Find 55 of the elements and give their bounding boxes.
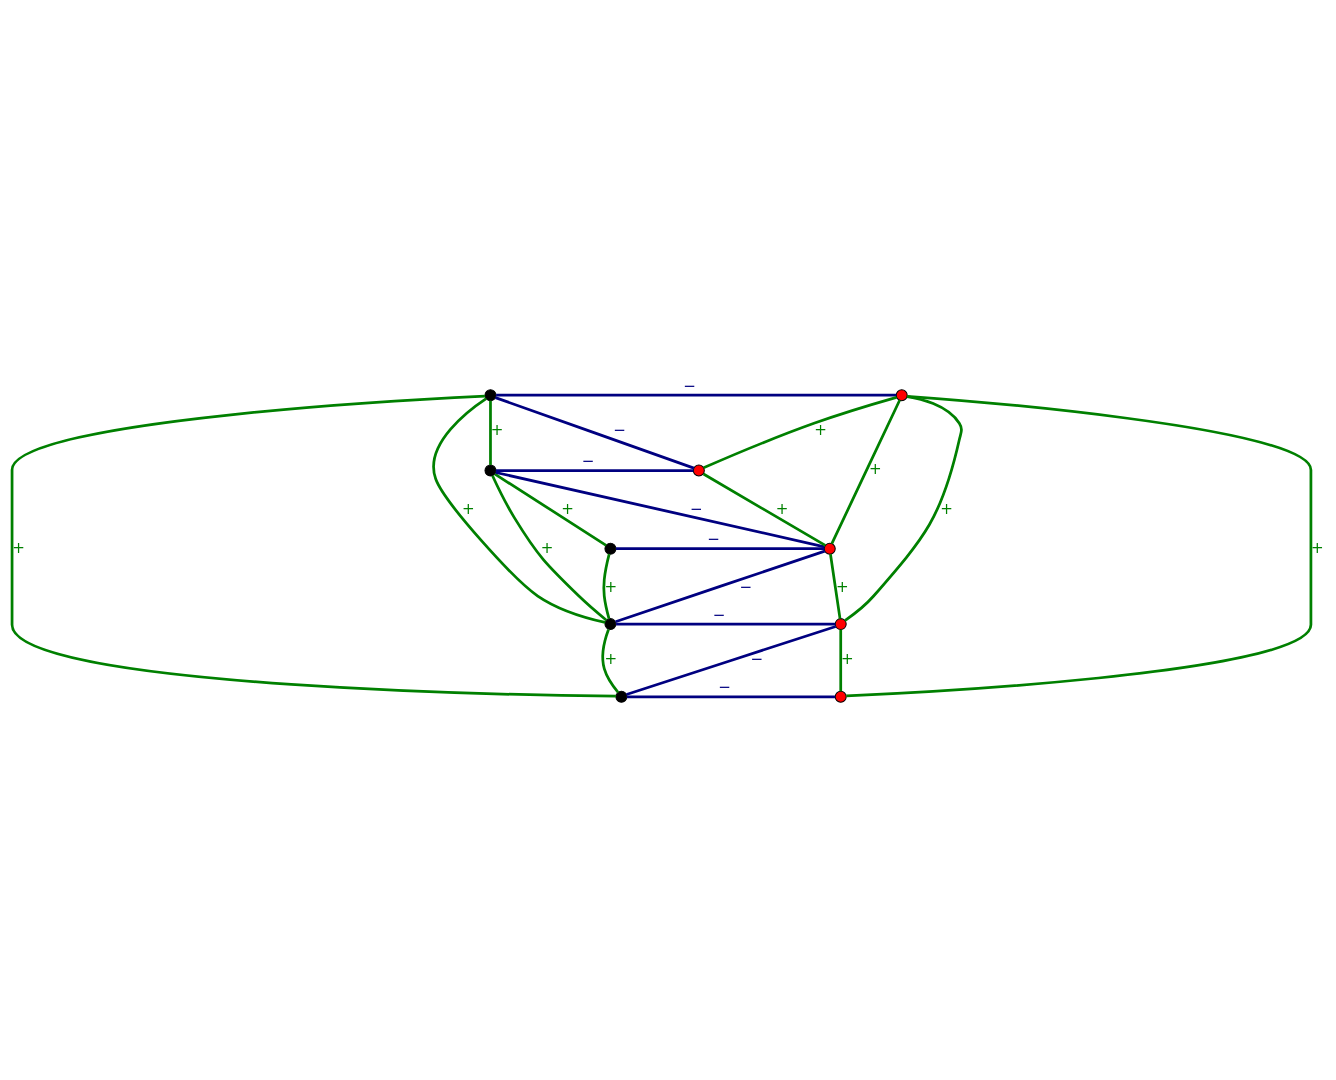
connector: [496, 393, 897, 397]
edge-label: −: [581, 451, 595, 470]
edge-label: +: [840, 649, 854, 668]
node-circle: [484, 464, 497, 477]
edge-label: +: [561, 498, 574, 517]
connector: [491, 474, 608, 621]
connector: [616, 546, 825, 550]
node-circle: [823, 542, 836, 555]
edge-label: +: [1311, 538, 1324, 557]
edge-label: −: [750, 649, 764, 668]
connector: [703, 395, 897, 469]
connector: [846, 394, 1313, 697]
connector: [626, 694, 836, 698]
edge-label: −: [683, 376, 696, 395]
connector: [616, 622, 836, 625]
edge-label: +: [836, 577, 849, 596]
edge-label: +: [540, 538, 554, 557]
connector: [615, 549, 826, 623]
edge-label: −: [613, 420, 626, 439]
connector: [494, 395, 695, 469]
edge-label: +: [814, 420, 827, 439]
node-circle: [834, 690, 847, 703]
node-circle: [604, 542, 617, 555]
edge-label: −: [718, 677, 731, 696]
edge-label: +: [604, 577, 618, 596]
edge-label: −: [707, 529, 720, 548]
edge-label: −: [690, 498, 703, 517]
edge-label: +: [604, 649, 618, 668]
connector: [495, 470, 825, 548]
node-circle: [615, 690, 628, 703]
edge-label: −: [712, 605, 726, 624]
edge-label: +: [869, 459, 882, 478]
edge-label: +: [940, 498, 953, 517]
connector: [495, 468, 694, 472]
connector: [489, 400, 492, 465]
connector: [432, 396, 606, 624]
node-circle: [834, 617, 847, 630]
connector: [601, 628, 620, 693]
connector: [829, 553, 842, 619]
connector: [626, 624, 837, 696]
connector: [494, 472, 607, 546]
edge-label: +: [461, 498, 475, 517]
edge-label: +: [12, 538, 25, 557]
node-circle: [895, 388, 908, 401]
edge-label: −: [739, 577, 753, 596]
connector: [602, 553, 611, 619]
node-circle: [484, 388, 497, 401]
edge-label: +: [775, 498, 789, 517]
node-circle: [604, 617, 617, 630]
node-circle: [692, 464, 705, 477]
edge-label: +: [490, 420, 504, 439]
connector: [830, 399, 901, 544]
connector: [839, 629, 843, 691]
connector: [702, 472, 826, 547]
connector: [10, 394, 616, 697]
